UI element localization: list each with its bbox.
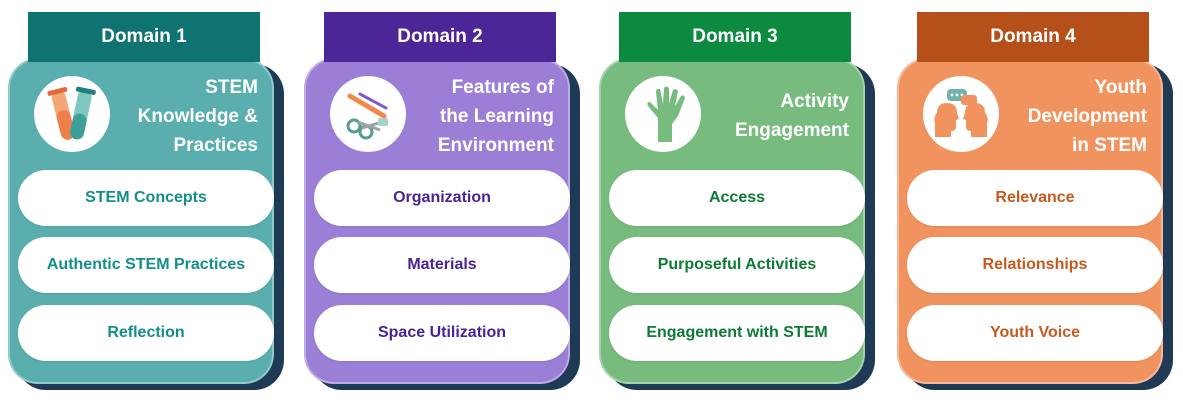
title-line: Youth <box>1094 76 1147 98</box>
domain-tab: Domain 4 <box>917 12 1149 62</box>
raised-hand-icon <box>625 76 701 152</box>
dimension-pill: Authentic STEM Practices <box>18 237 274 293</box>
dimension-pill: Access <box>609 170 865 226</box>
title-line: Practices <box>173 134 258 156</box>
title-line: Engagement <box>734 120 849 141</box>
title-line: Activity <box>780 91 849 112</box>
domain-title: Youth Development in STEM <box>997 70 1147 162</box>
title-line: the Learning <box>439 105 554 127</box>
title-line: Knowledge & <box>137 105 258 127</box>
dimension-pill: Relevance <box>907 170 1163 226</box>
domain-tab: Domain 2 <box>324 12 556 62</box>
domain-1-card: Domain 1 STEM Knowledge & Practices STEM… <box>8 0 284 400</box>
conversation-heads-icon <box>923 76 999 152</box>
dimension-pill: Purposeful Activities <box>609 237 865 293</box>
dimension-pill: Youth Voice <box>907 305 1163 361</box>
domain-tab: Domain 1 <box>28 12 260 62</box>
dimension-pill: Relationships <box>907 237 1163 293</box>
domain-title: Activity Engagement <box>699 70 849 162</box>
domain-4-card: Domain 4 Youth Development in STEM Relev… <box>897 0 1173 400</box>
title-line: Development <box>1027 105 1147 127</box>
title-line: in STEM <box>1072 134 1147 156</box>
domain-tab: Domain 3 <box>619 12 851 62</box>
domain-2-card: Domain 2 Features of the Learning Enviro… <box>304 0 580 400</box>
title-line: STEM <box>205 76 258 98</box>
domain-title: STEM Knowledge & Practices <box>108 70 258 162</box>
art-supplies-icon <box>330 76 406 152</box>
domain-3-card: Domain 3 Activity Engagement Access Purp… <box>599 0 875 400</box>
title-line: Environment <box>437 134 554 156</box>
dimension-pill: STEM Concepts <box>18 170 274 226</box>
dimension-pill: Reflection <box>18 305 274 361</box>
test-tubes-icon <box>34 76 110 152</box>
dimension-pill: Engagement with STEM <box>609 305 865 361</box>
title-line: Features of <box>451 76 554 98</box>
domain-title: Features of the Learning Environment <box>404 70 554 162</box>
dimension-pill: Organization <box>314 170 570 226</box>
dimension-pill: Space Utilization <box>314 305 570 361</box>
dimension-pill: Materials <box>314 237 570 293</box>
